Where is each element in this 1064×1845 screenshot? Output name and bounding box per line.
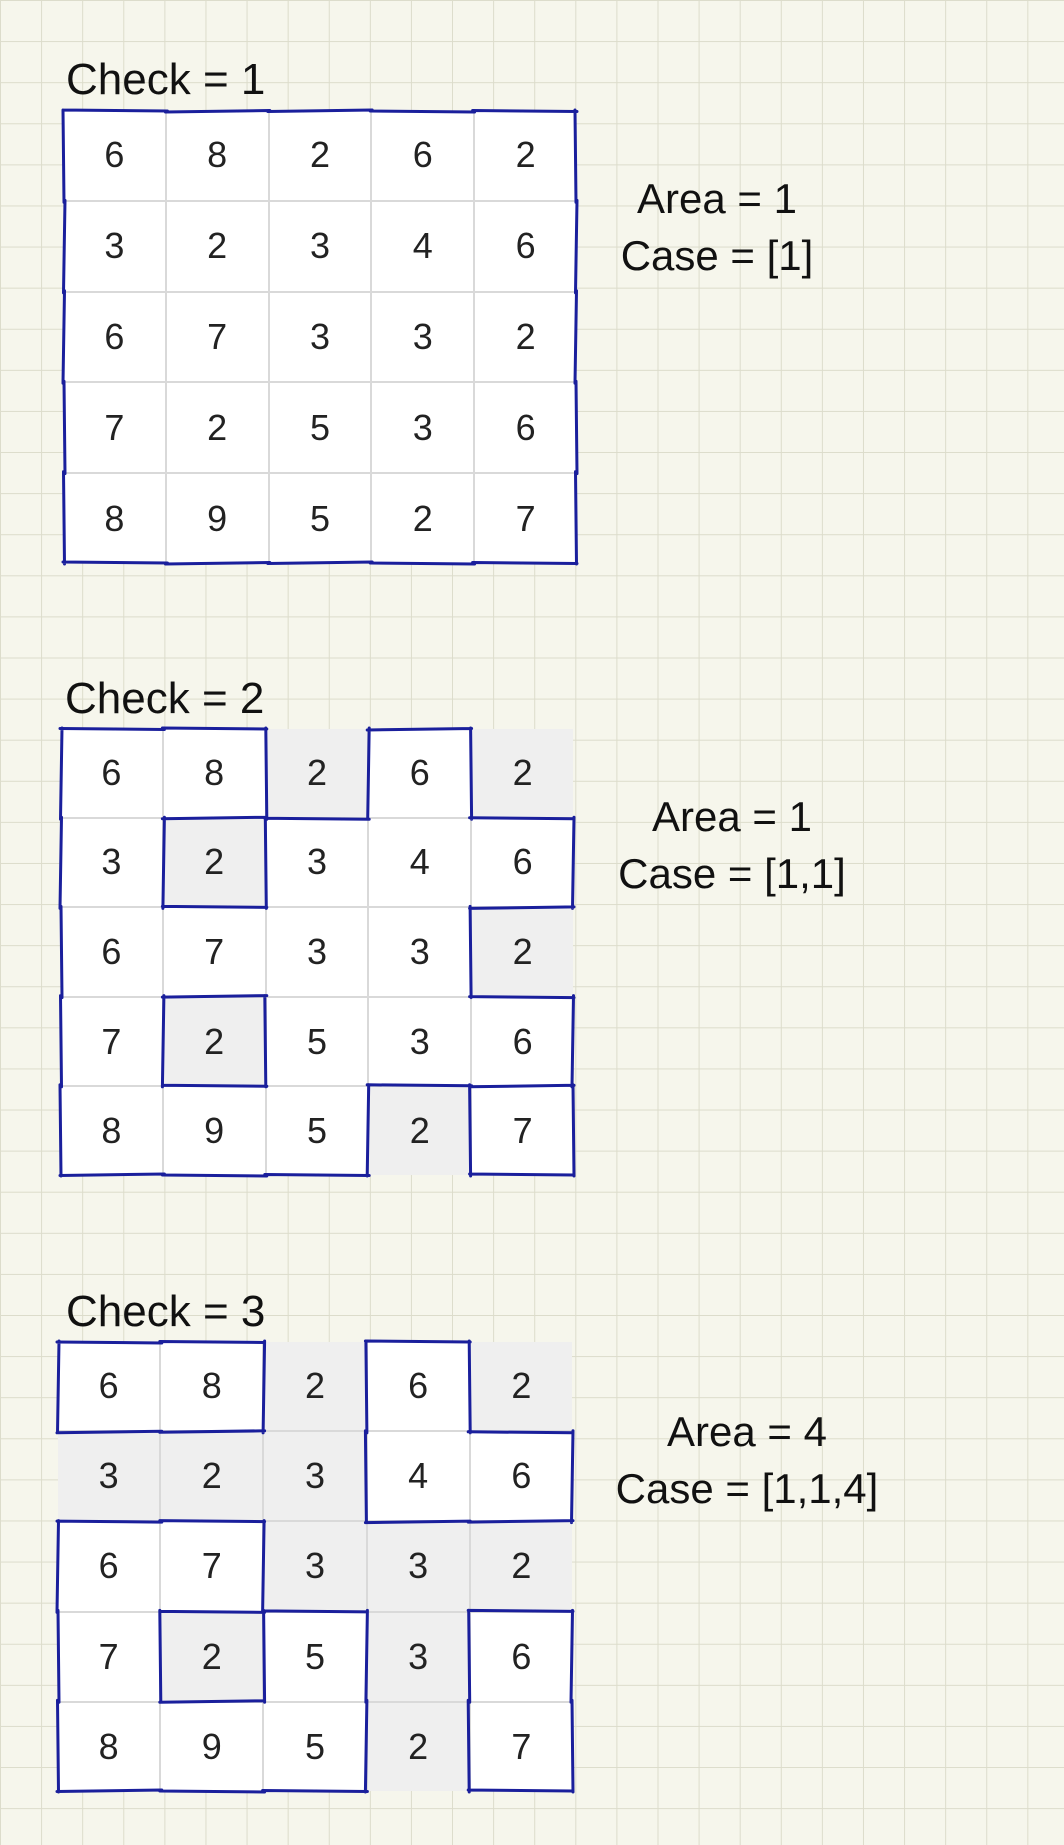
grid-cell: 6 — [367, 1342, 469, 1431]
grid-cell: 6 — [64, 111, 165, 200]
grid-cell: 6 — [475, 383, 576, 473]
grid-cell: 3 — [269, 292, 371, 382]
grid-cell: 3 — [266, 818, 368, 907]
case-label-2: Case = [1,1] — [618, 850, 846, 897]
grid-cell: 3 — [369, 908, 471, 996]
grid-cell: 6 — [372, 111, 474, 200]
grid-cell: 5 — [269, 474, 371, 563]
grid-cell: 6 — [64, 292, 165, 382]
grid-cell: 7 — [61, 997, 162, 1086]
grid-cell: 3 — [64, 201, 165, 291]
grid-cell: 8 — [161, 1342, 263, 1431]
area-label-1: Area = 1 — [637, 175, 797, 222]
grid-cell: 8 — [64, 474, 165, 563]
case-label-1: Case = [1] — [620, 232, 814, 279]
grid-cell: 6 — [470, 1612, 572, 1701]
grid-cell: 7 — [161, 1522, 263, 1611]
grid-cell: 8 — [166, 111, 268, 200]
grid-cell: 2 — [161, 1612, 263, 1701]
result-info-1: Area = 1 Case = [1] — [567, 170, 867, 284]
grid-cell: 5 — [266, 1087, 368, 1175]
grid-cell: 8 — [163, 729, 265, 817]
grid-cell: 3 — [369, 997, 471, 1086]
grid-cell: 8 — [61, 1087, 162, 1175]
grid-cell: 6 — [470, 1432, 572, 1521]
area-label-2: Area = 1 — [652, 793, 812, 840]
result-info-3: Area = 4 Case = [1,1,4] — [597, 1403, 897, 1517]
grid-cell: 3 — [372, 383, 474, 473]
grid-cell: 6 — [472, 818, 573, 907]
grid-cell: 6 — [58, 1342, 160, 1431]
grid-cell: 2 — [166, 201, 268, 291]
check-title-2: Check = 2 — [65, 674, 265, 723]
grid-cell: 2 — [475, 292, 576, 382]
grid-cell: 4 — [367, 1432, 469, 1521]
grid-cell: 2 — [472, 908, 573, 996]
grid-cell: 2 — [266, 729, 368, 817]
grid-cell: 3 — [58, 1432, 160, 1521]
grid-cell: 7 — [64, 383, 165, 473]
grid-cell: 3 — [61, 818, 162, 907]
grid-cell: 7 — [166, 292, 268, 382]
grid-cell: 2 — [163, 818, 265, 907]
grid-cell: 6 — [61, 908, 162, 996]
grid-cell: 7 — [163, 908, 265, 996]
grid-cell: 2 — [472, 729, 573, 817]
grid-cell: 6 — [58, 1522, 160, 1611]
grid-cell: 3 — [372, 292, 474, 382]
grid-cell: 9 — [161, 1702, 263, 1791]
grid-cell: 7 — [58, 1612, 160, 1701]
grid-cell: 2 — [269, 111, 371, 200]
grid-cell: 6 — [369, 729, 471, 817]
grid-cell: 3 — [266, 908, 368, 996]
grid-cell: 3 — [269, 201, 371, 291]
grid-cell: 3 — [264, 1522, 366, 1611]
grid-cell: 7 — [472, 1087, 573, 1175]
grid-cell: 2 — [475, 111, 576, 200]
grid-cell: 2 — [372, 474, 474, 563]
grid-cell: 3 — [367, 1612, 469, 1701]
grid-cell: 3 — [367, 1522, 469, 1611]
grid-cell: 3 — [264, 1432, 366, 1521]
grid-cell: 6 — [61, 729, 162, 817]
grid-cell: 9 — [163, 1087, 265, 1175]
grid-cell: 5 — [266, 997, 368, 1086]
grid-cell: 5 — [269, 383, 371, 473]
grid-cell: 2 — [161, 1432, 263, 1521]
grid-cell: 2 — [369, 1087, 471, 1175]
grid-cell: 4 — [369, 818, 471, 907]
area-label-3: Area = 4 — [667, 1408, 827, 1455]
check-title-1: Check = 1 — [66, 55, 266, 104]
grid-cell: 2 — [264, 1342, 366, 1431]
grid-cell: 6 — [475, 201, 576, 291]
grid-cell: 8 — [58, 1702, 160, 1791]
grid-cell: 7 — [475, 474, 576, 563]
grid-cell: 5 — [264, 1612, 366, 1701]
grid-cell: 9 — [166, 474, 268, 563]
grid-cell: 2 — [470, 1342, 572, 1431]
grid-cell: 2 — [163, 997, 265, 1086]
check-title-3: Check = 3 — [66, 1287, 266, 1336]
grid-cell: 2 — [470, 1522, 572, 1611]
grid-cell: 2 — [367, 1702, 469, 1791]
grid-cell: 7 — [470, 1702, 572, 1791]
grid-cell: 6 — [472, 997, 573, 1086]
grid-cell: 5 — [264, 1702, 366, 1791]
result-info-2: Area = 1 Case = [1,1] — [582, 788, 882, 902]
grid-cell: 4 — [372, 201, 474, 291]
grid-cell: 2 — [166, 383, 268, 473]
case-label-3: Case = [1,1,4] — [615, 1465, 879, 1512]
